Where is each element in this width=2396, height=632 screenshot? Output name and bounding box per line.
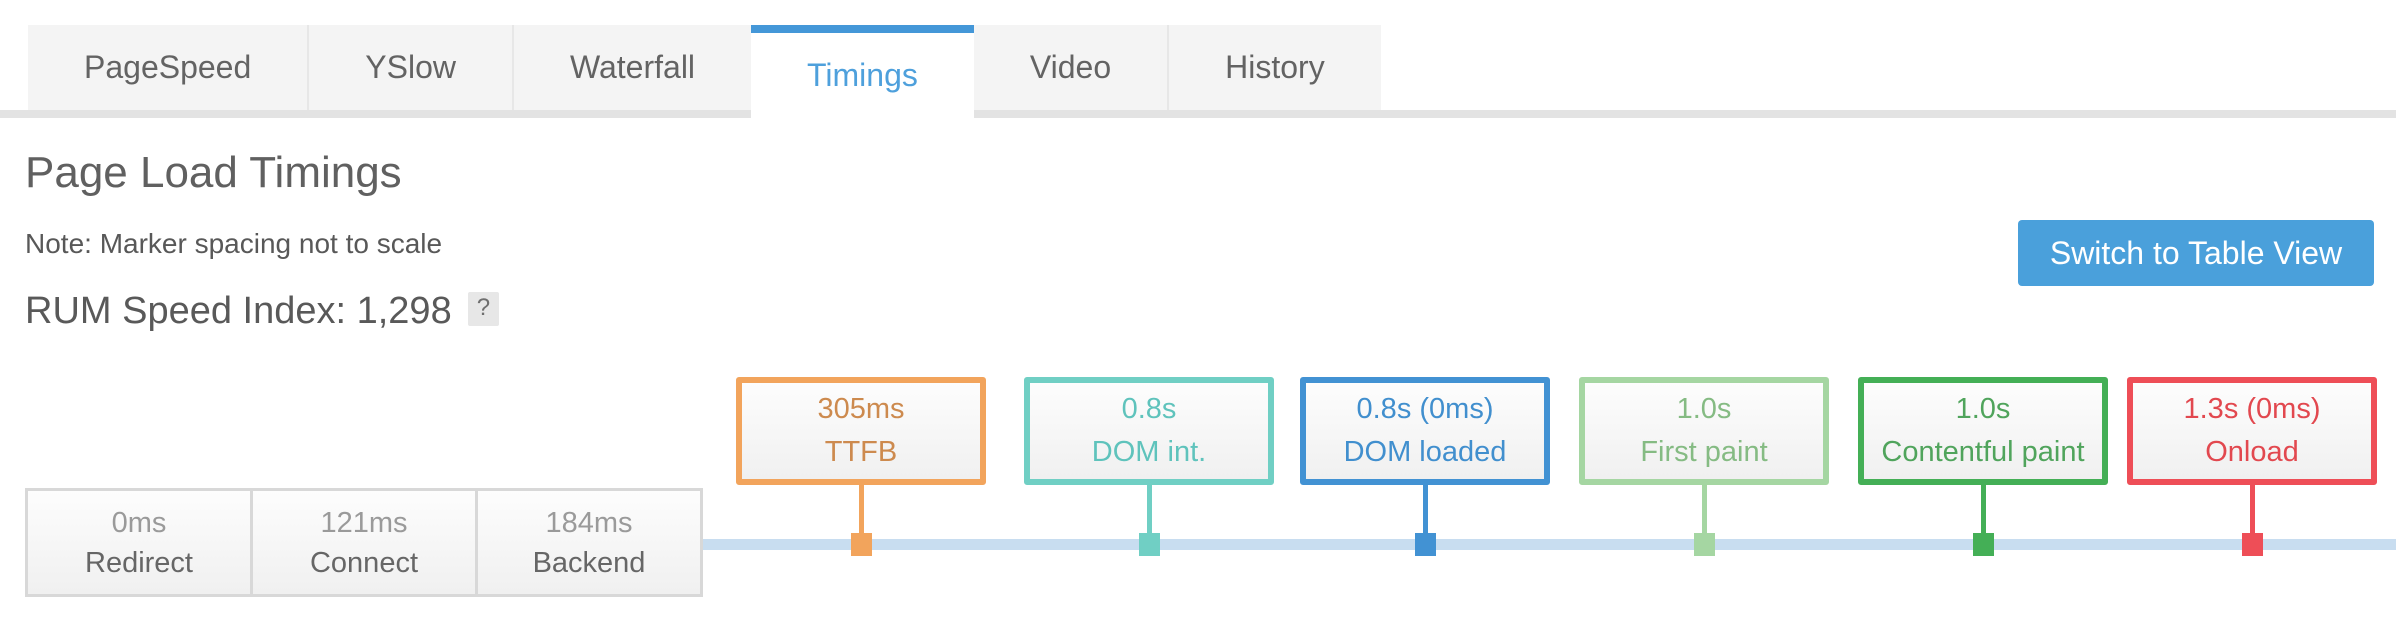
- marker-box: 0.8s (0ms) DOM loaded: [1300, 377, 1550, 485]
- marker-label: Contentful paint: [1881, 436, 2085, 468]
- tab-pagespeed[interactable]: PageSpeed: [28, 25, 308, 110]
- note-text: Note: Marker spacing not to scale: [25, 228, 443, 259]
- tab-history[interactable]: History: [1167, 25, 1381, 110]
- marker-dot: [1694, 533, 1715, 556]
- marker-label: First paint: [1640, 436, 1768, 468]
- timeline-bar: [703, 539, 2396, 550]
- switch-to-table-view-button[interactable]: Switch to Table View: [2018, 220, 2374, 286]
- timeline-segments: 0ms Redirect 121ms Connect 184ms Backend: [25, 488, 703, 597]
- segment-value: 184ms: [545, 506, 633, 539]
- segment-value: 121ms: [320, 506, 408, 539]
- marker-label: DOM int.: [1091, 436, 1207, 468]
- segment-label: Redirect: [85, 546, 193, 579]
- tab-yslow[interactable]: YSlow: [307, 25, 512, 110]
- marker-value: 1.0s: [1676, 393, 1732, 425]
- marker-value: 1.0s: [1955, 393, 2011, 425]
- tab-waterfall[interactable]: Waterfall: [511, 25, 752, 110]
- marker-stem: [1702, 485, 1707, 533]
- marker-value: 305ms: [817, 393, 905, 425]
- segment-value: 0ms: [111, 506, 167, 539]
- segment-backend: 184ms Backend: [478, 491, 700, 594]
- segment-redirect: 0ms Redirect: [28, 491, 250, 594]
- rum-label: RUM Speed Index:: [25, 290, 357, 332]
- marker-dot: [851, 533, 872, 556]
- tab-timings[interactable]: Timings: [751, 25, 974, 118]
- marker-box: 0.8s DOM int.: [1024, 377, 1274, 485]
- marker-stem: [2250, 485, 2255, 533]
- marker-box: 305ms TTFB: [736, 377, 986, 485]
- marker-value: 1.3s (0ms): [2183, 393, 2321, 425]
- marker-label: Onload: [2205, 436, 2299, 468]
- marker-box: 1.0s Contentful paint: [1858, 377, 2108, 485]
- rum-speed-index: RUM Speed Index: 1,298?: [25, 290, 2396, 334]
- marker-dot: [2242, 533, 2263, 556]
- marker-stem: [859, 485, 864, 533]
- segment-label: Backend: [532, 546, 646, 579]
- rum-value: 1,298: [356, 290, 452, 332]
- marker-value: 0.8s: [1121, 393, 1177, 425]
- marker-label: DOM loaded: [1343, 436, 1507, 468]
- page-load-timeline: 0ms Redirect 121ms Connect 184ms Backend…: [0, 377, 2396, 632]
- marker-stem: [1423, 485, 1428, 533]
- marker-dot: [1415, 533, 1436, 556]
- page-title: Page Load Timings: [25, 148, 402, 197]
- tab-video[interactable]: Video: [973, 25, 1168, 110]
- marker-dot: [1139, 533, 1160, 556]
- tab-bar: PageSpeed YSlow Waterfall Timings Video …: [0, 0, 2396, 118]
- marker-dot: [1973, 533, 1994, 556]
- marker-stem: [1147, 485, 1152, 533]
- segment-label: Connect: [309, 546, 418, 579]
- marker-label: TTFB: [824, 436, 898, 468]
- help-icon[interactable]: ?: [467, 292, 500, 326]
- marker-box: 1.0s First paint: [1579, 377, 1829, 485]
- tab-list: PageSpeed YSlow Waterfall Timings Video …: [28, 25, 2396, 118]
- marker-box: 1.3s (0ms) Onload: [2127, 377, 2377, 485]
- segment-connect: 121ms Connect: [253, 491, 475, 594]
- marker-value: 0.8s (0ms): [1356, 393, 1494, 425]
- marker-stem: [1981, 485, 1986, 533]
